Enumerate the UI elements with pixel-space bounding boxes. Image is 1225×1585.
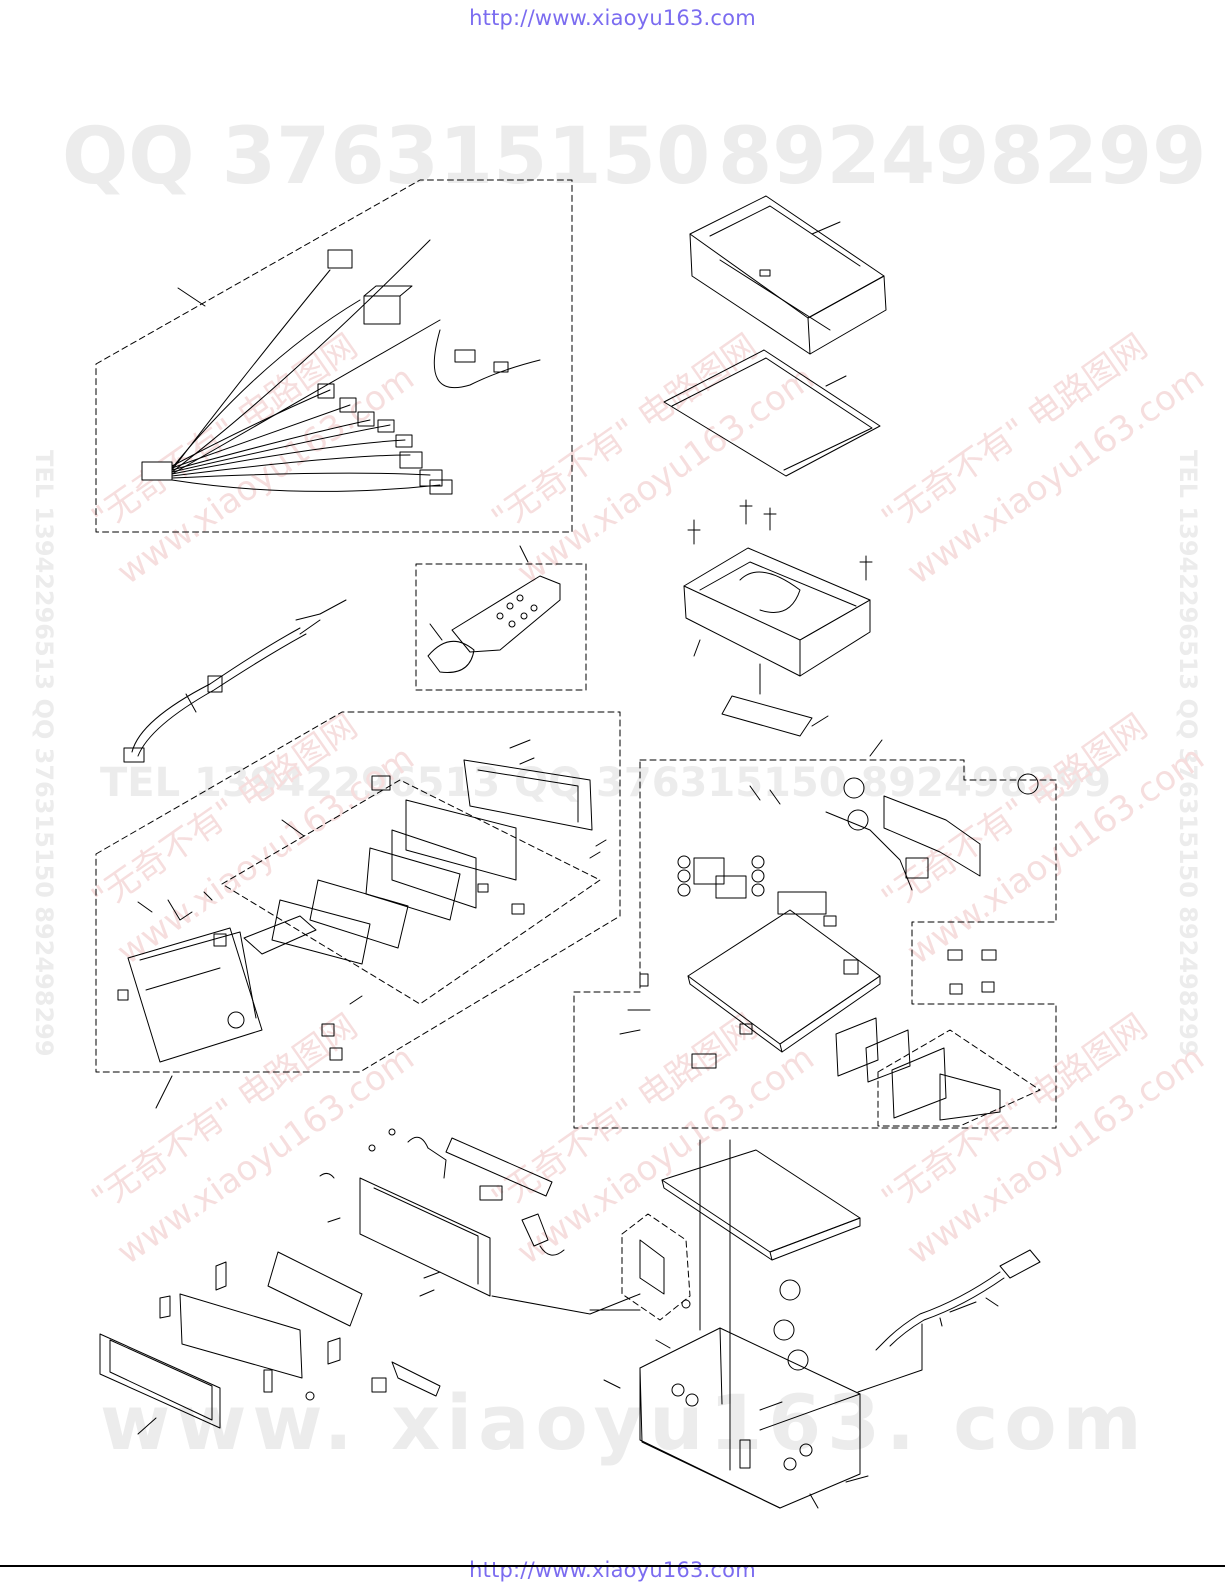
- connector-lines: [589, 1139, 731, 1471]
- bottom-divider: [0, 1565, 1225, 1567]
- watermark-www: www. xiaoyu163. com: [100, 1378, 1148, 1467]
- watermark-tel-left: TEL 13942296513 QQ 376315150 892498299: [30, 450, 58, 1057]
- metal-chassis-sleeve: [663, 195, 887, 477]
- watermark-number: 892498299: [718, 112, 1207, 202]
- cd-mechanism-assembly: [683, 499, 873, 737]
- extension-cable: [857, 1249, 1041, 1393]
- display-holder-assembly: [835, 1017, 1041, 1127]
- wiring-harness-assembly: [95, 179, 573, 533]
- watermark-tel-right: TEL 13942296513 QQ 376315150 892498299: [1174, 450, 1202, 1057]
- antenna-adapter-cable: [123, 599, 347, 763]
- main-chassis-assembly: [603, 1149, 869, 1509]
- trim-frame: [99, 1128, 691, 1435]
- header-url[interactable]: http://www.xiaoyu163.com: [469, 6, 756, 30]
- footer-url[interactable]: http://www.xiaoyu163.com: [469, 1558, 756, 1582]
- watermark-qq: QQ 376315150: [62, 112, 711, 202]
- watermark-tel-mid: TEL 13942296513 QQ 376315150 892498299: [100, 760, 1111, 806]
- front-panel-assembly: [95, 711, 621, 1109]
- main-pcb-assembly: [573, 739, 1057, 1129]
- remote-control-assembly: [415, 545, 587, 691]
